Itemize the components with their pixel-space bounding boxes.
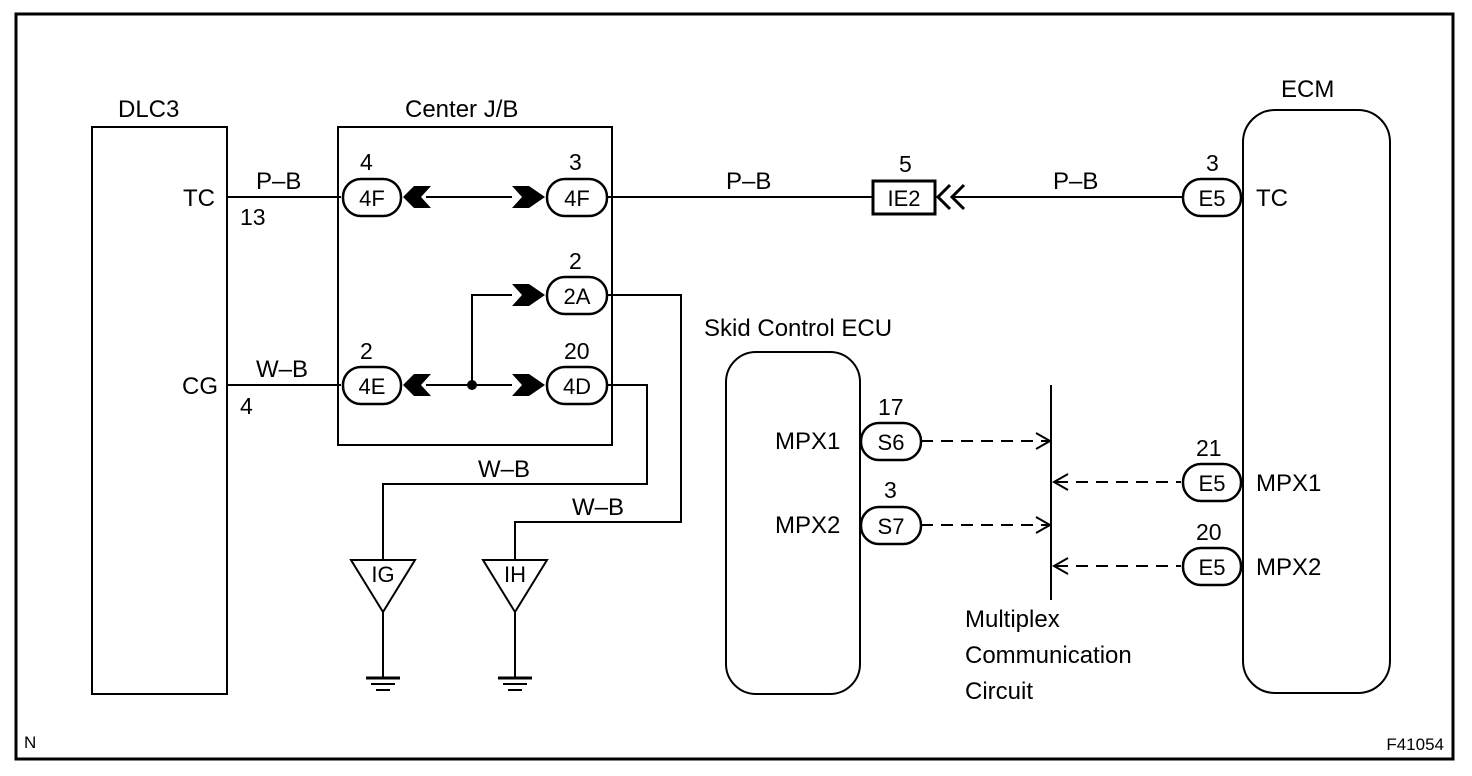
connector-4d-pin: 20	[564, 338, 590, 364]
terminal-4f-left-icon	[403, 186, 431, 208]
connector-4d: 20 4D	[545, 338, 609, 406]
dlc3-block: DLC3 TC CG	[91, 96, 228, 695]
connector-4f-left-pin: 4	[360, 149, 373, 175]
connector-4f-left: 4 4F	[341, 149, 403, 218]
connector-4e-pin: 2	[360, 338, 373, 364]
connector-e5-tc-pin: 3	[1206, 150, 1219, 176]
terminal-2a-icon	[512, 284, 545, 306]
multiplex-line3: Circuit	[965, 678, 1033, 705]
ecm-title: ECM	[1281, 76, 1334, 103]
connector-ie2-pin: 5	[899, 151, 912, 177]
connector-s6: 17 S6	[859, 394, 923, 462]
terminal-4d-icon	[512, 374, 545, 396]
connector-e5-tc-label: E5	[1199, 186, 1226, 211]
ecm-pin-tc: TC	[1256, 185, 1288, 212]
skid-control-ecu: Skid Control ECU MPX1 MPX2	[704, 315, 892, 695]
skid-ecu-pin-mpx1: MPX1	[775, 428, 840, 455]
connector-4f-right: 3 4F	[545, 149, 609, 218]
connector-2a: 2 2A	[545, 248, 609, 316]
dlc3-pin-cg: CG	[182, 373, 218, 400]
terminal-4e-icon	[403, 374, 431, 396]
connector-4f-right-pin: 3	[569, 149, 582, 175]
connector-e5-mpx2-label: E5	[1199, 555, 1226, 580]
wire-to-ih	[514, 294, 682, 560]
figure-id: F41054	[1386, 735, 1444, 754]
ground-ih: IH	[481, 559, 549, 691]
connector-e5-mpx1: 21 E5	[1181, 435, 1243, 503]
connector-s7-pin: 3	[884, 477, 897, 503]
wire-ie2-ecm-color: P–B	[1053, 168, 1098, 195]
wire-to-ig	[382, 384, 648, 560]
ground-ig: IG	[349, 559, 417, 691]
jb-title: Center J/B	[405, 96, 518, 123]
dlc3-title: DLC3	[118, 96, 179, 123]
connector-ie2: 5 IE2	[871, 151, 937, 216]
connector-4f-left-label: 4F	[359, 186, 385, 211]
dlc3-pin-tc: TC	[183, 185, 215, 212]
corner-mark: N	[24, 733, 36, 752]
multiplex-line2: Communication	[965, 642, 1132, 669]
connector-e5-mpx2: 20 E5	[1181, 519, 1243, 587]
splice-point	[467, 380, 477, 390]
connector-4f-right-label: 4F	[564, 186, 590, 211]
diagram-frame	[14, 12, 1455, 761]
wire-jb-ie2-color: P–B	[726, 168, 771, 195]
dlc3-cg-pin-number: 4	[240, 393, 253, 419]
multiplex-line1: Multiplex	[965, 606, 1060, 633]
ground-ih-label: IH	[504, 562, 526, 587]
connector-e5-tc: 3 E5	[1181, 150, 1243, 218]
chevron-left-icon	[935, 183, 952, 211]
connector-e5-mpx1-label: E5	[1199, 471, 1226, 496]
connector-s6-label: S6	[878, 430, 905, 455]
connector-s6-pin: 17	[878, 394, 904, 420]
wire-dlc-tc-color: P–B	[256, 168, 301, 195]
connector-4d-label: 4D	[563, 374, 591, 399]
wire-dlc-cg-color: W–B	[256, 356, 308, 383]
skid-ecu-pin-mpx2: MPX2	[775, 512, 840, 539]
connector-s7: 3 S7	[859, 477, 923, 546]
skid-ecu-title: Skid Control ECU	[704, 315, 892, 342]
wire-to-ih-color: W–B	[572, 494, 624, 521]
multiplex-caption: Multiplex Communication Circuit	[965, 606, 1132, 705]
connector-4e: 2 4E	[341, 338, 403, 406]
dlc3-tc-pin-number: 13	[240, 204, 266, 230]
ecm-pin-mpx1: MPX1	[1256, 470, 1321, 497]
connector-s7-label: S7	[878, 514, 905, 539]
connector-2a-pin: 2	[569, 248, 582, 274]
ground-ig-label: IG	[371, 562, 394, 587]
arrow-left-icon-2	[1051, 557, 1069, 575]
connector-ie2-label: IE2	[887, 186, 920, 211]
ecm-block: ECM TC MPX1 MPX2	[1242, 76, 1391, 694]
wire-to-ig-color: W–B	[478, 456, 530, 483]
connector-e5-mpx2-pin: 20	[1196, 519, 1222, 545]
arrow-left-icon	[1051, 473, 1069, 491]
connector-4e-label: 4E	[359, 374, 386, 399]
center-junction-block: Center J/B	[337, 96, 613, 446]
chevron-left-icon-2	[949, 183, 966, 211]
connector-2a-label: 2A	[564, 284, 591, 309]
jb-internal-2a-branch	[471, 294, 512, 385]
terminal-4f-right-icon	[512, 186, 545, 208]
ecm-pin-mpx2: MPX2	[1256, 554, 1321, 581]
connector-e5-mpx1-pin: 21	[1196, 435, 1222, 461]
